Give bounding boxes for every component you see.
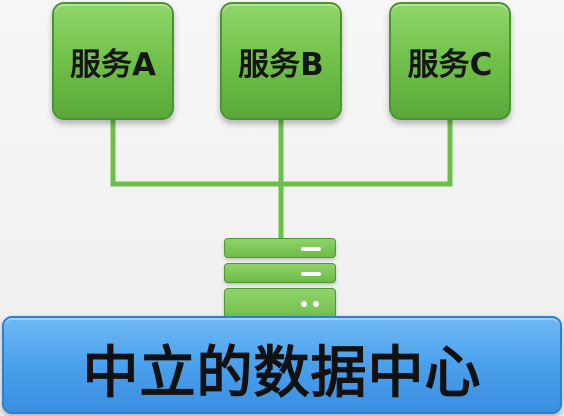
server-unit-indicator [301,247,321,251]
service-label-a: 服务A [70,46,156,83]
server-status-dot [313,301,319,307]
service-box-a: 服务A [52,2,174,120]
service-label-c: 服务C [407,46,493,83]
server-unit-middle [224,263,336,283]
server-unit-indicator [301,272,321,276]
neutral-datacenter-box: 中立的数据中心 [2,316,562,414]
service-box-c: 服务C [389,2,511,120]
server-stack-icon [224,238,336,324]
datacenter-label: 中立的数据中心 [82,340,482,406]
service-box-b: 服务B [220,2,342,120]
server-status-dot [301,301,307,307]
service-label-b: 服务B [238,46,324,83]
server-unit-top [224,238,336,258]
